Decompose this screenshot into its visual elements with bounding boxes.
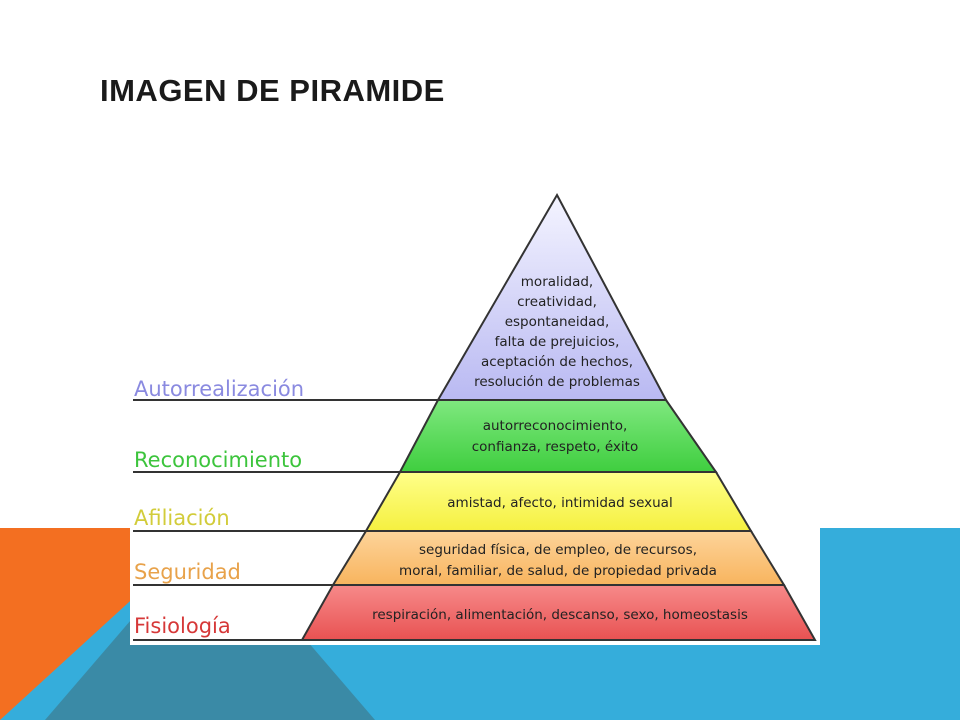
level-text-afiliacion-1: amistad, afecto, intimidad sexual xyxy=(447,495,672,511)
slide-title: IMAGEN DE PIRAMIDE xyxy=(100,72,445,108)
level-text-seguridad-2: moral, familiar, de salud, de propiedad … xyxy=(399,563,717,579)
level-text-reconocimiento-1: autorreconocimiento, xyxy=(483,418,628,434)
level-name-autorrealizacion: Autorrealización xyxy=(134,377,304,401)
level-text-seguridad-1: seguridad física, de empleo, de recursos… xyxy=(419,542,697,558)
level-shape-fisiologia xyxy=(300,584,817,641)
level-text-autorrealizacion-5: aceptación de hechos, xyxy=(481,354,633,370)
level-name-reconocimiento: Reconocimiento xyxy=(134,448,302,472)
level-text-fisiologia-1: respiración, alimentación, descanso, sex… xyxy=(372,607,748,623)
level-name-fisiologia: Fisiología xyxy=(134,614,231,638)
level-text-autorrealizacion-2: creatividad, xyxy=(517,294,597,310)
level-text-autorrealizacion-3: espontaneidad, xyxy=(505,314,610,330)
level-text-autorrealizacion-4: falta de prejuicios, xyxy=(495,334,620,350)
level-text-reconocimiento-2: confianza, respeto, éxito xyxy=(472,439,638,455)
level-text-autorrealizacion-1: moralidad, xyxy=(521,274,593,290)
level-text-autorrealizacion-6: resolución de problemas xyxy=(474,374,640,390)
level-shape-reconocimiento xyxy=(398,399,718,473)
level-name-afiliacion: Afiliación xyxy=(134,506,230,530)
level-name-seguridad: Seguridad xyxy=(134,560,241,584)
